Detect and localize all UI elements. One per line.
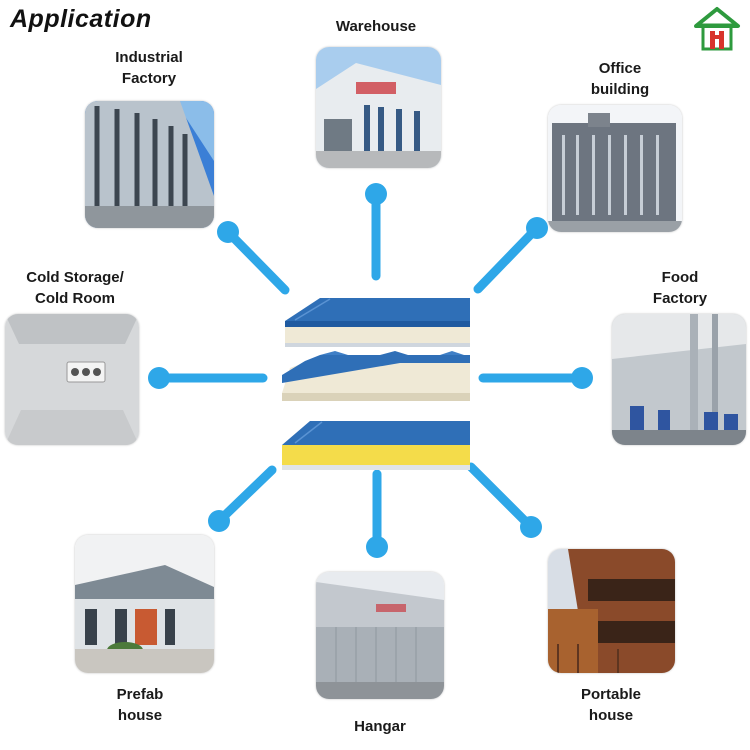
sandwich-panel-stack (280, 293, 470, 473)
photo-office-building (548, 105, 682, 232)
house-logo-icon (692, 4, 742, 52)
label-hangar: Hangar (354, 718, 406, 735)
photo-food-factory (612, 314, 746, 445)
connector-industrial (223, 227, 290, 295)
sandwich-panel-trapezoid (282, 351, 470, 401)
connector-portable (466, 462, 536, 532)
connector-dot-prefab (208, 510, 230, 532)
connector-office (473, 223, 542, 294)
photo-hangar (316, 572, 444, 699)
sandwich-panel-flat (285, 298, 470, 347)
label-cold-storage: Cold Storage/Cold Room (26, 269, 124, 307)
photo-prefab-house (75, 535, 214, 673)
connector-dot-portable (520, 516, 542, 538)
connector-dot-industrial (217, 221, 239, 243)
sandwich-panel-rockwool (282, 421, 470, 470)
connector-dot-food (571, 367, 593, 389)
label-warehouse: Warehouse (335, 18, 417, 35)
connector-dot-warehouse (365, 183, 387, 205)
photo-industrial-factory (85, 101, 214, 228)
photo-cold-storage (5, 314, 139, 445)
connector-dot-cold (148, 367, 170, 389)
connector-prefab (214, 465, 277, 526)
page-title: Application (10, 5, 152, 33)
photo-warehouse (316, 47, 441, 168)
connector-dot-office (526, 217, 548, 239)
connector-dot-hangar (366, 536, 388, 558)
photo-portable-house (548, 549, 675, 673)
